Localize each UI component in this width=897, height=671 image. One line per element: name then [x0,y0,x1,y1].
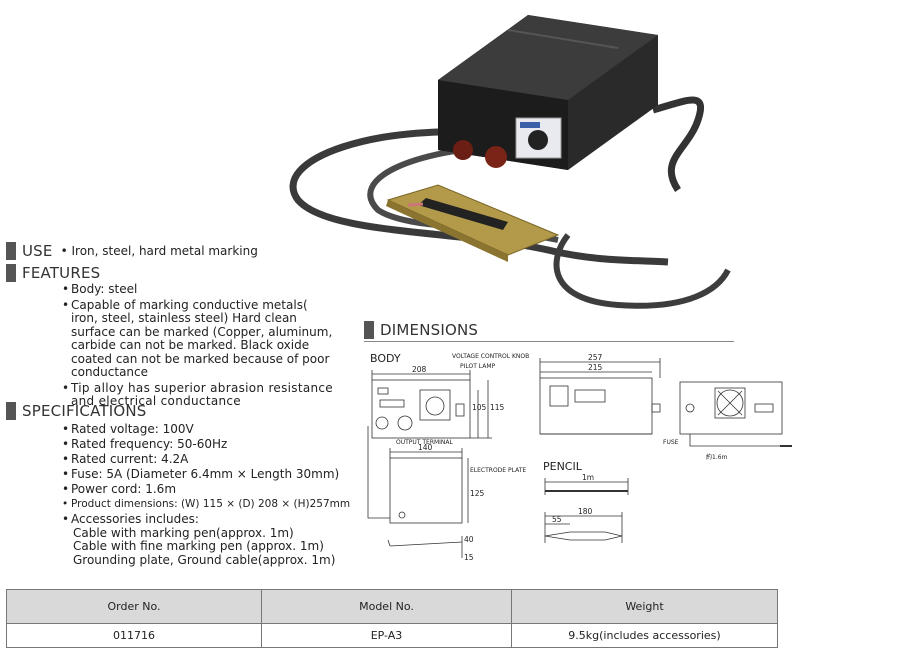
spec-item: Product dimensions: (W) 115 × (D) 208 × … [62,498,362,512]
features-list: Body: steel Capable of marking conductiv… [62,282,337,411]
spec-item: Fuse: 5A (Diameter 6.4mm × Length 30mm) [62,467,362,482]
specifications-title: SPECIFICATIONS [22,402,147,420]
features-section-header: FEATURES [6,263,100,283]
electrode-plate-view [389,457,463,524]
dim-115: 115 [490,403,505,412]
section-marker [6,242,16,260]
dim-pen-1m: 1m [582,473,594,482]
dim-40: 40 [464,535,474,544]
header-order-no: Order No. [6,589,262,624]
dim-215: 215 [588,363,603,372]
table-row: 011716 EP-A3 9.5kg(includes accessories) [6,623,778,648]
callout-cord: 約1.6m [706,453,728,461]
pencil-label: PENCIL [543,460,582,473]
use-section-header: USE • Iron, steel, hard metal marking [6,241,258,261]
header-model-no: Model No. [261,589,512,624]
accessory-item: Cable with marking pen(approx. 1m) [73,525,294,540]
features-title: FEATURES [22,264,101,282]
dim-105: 105 [472,403,487,412]
callout-fuse: FUSE [663,439,679,446]
dimensions-rule [364,341,734,342]
dim-pen-180: 180 [578,507,593,516]
feature-item: Capable of marking conductive metals( ir… [62,298,337,380]
header-weight: Weight [511,589,778,624]
callout-voltage-knob: VOLTAGE CONTROL KNOB [452,353,529,360]
section-marker [6,264,16,282]
spec-item: Power cord: 1.6m [62,482,362,497]
specifications-section-header: SPECIFICATIONS [6,401,147,421]
use-text-value: Iron, steel, hard metal marking [71,244,258,258]
section-marker [6,402,16,420]
rear-view [679,381,783,435]
spec-item: Rated current: 4.2A [62,452,362,467]
order-table: Order No. Model No. Weight 011716 EP-A3 … [6,589,778,648]
section-marker [364,321,374,339]
spec-item: Rated voltage: 100V [62,422,362,437]
dimension-drawing: VOLTAGE CONTROL KNOB PILOT LAMP OUTPUT T… [367,353,792,562]
dim-140: 140 [418,443,433,452]
dimensions-title: DIMENSIONS [380,321,479,339]
dim-125: 125 [470,489,485,498]
use-title: USE [22,242,53,260]
body-label: BODY [370,352,401,365]
table-header-row: Order No. Model No. Weight [6,589,778,624]
cell-order-no: 011716 [6,623,262,648]
dimensions-section-header: DIMENSIONS [364,320,478,340]
use-text: • Iron, steel, hard metal marking [60,244,258,258]
spec-item-accessories: Accessories includes: Cable with marking… [62,512,362,567]
dim-257: 257 [588,353,603,362]
specifications-list: Rated voltage: 100V Rated frequency: 50-… [62,422,362,569]
callout-pilot-lamp: PILOT LAMP [460,363,496,370]
accessory-item: Grounding plate, Ground cable(approx. 1m… [73,552,336,567]
callout-electrode-plate: ELECTRODE PLATE [470,467,526,474]
cell-model-no: EP-A3 [261,623,512,648]
accessory-item: Cable with fine marking pen (approx. 1m) [73,539,324,553]
accessories-title: Accessories includes: [71,512,199,526]
callout-output-terminal: OUTPUT TERMINAL [396,439,454,446]
front-view [371,379,471,439]
feature-item: Body: steel [62,282,337,297]
cell-weight: 9.5kg(includes accessories) [511,623,778,648]
feature-item: Tip alloy has superior abrasion resistan… [62,381,337,409]
dim-pen-55: 55 [552,515,562,524]
spec-item: Rated frequency: 50-60Hz [62,437,362,452]
dim-208: 208 [412,365,427,374]
product-photo [289,15,731,309]
dim-15: 15 [464,553,474,562]
